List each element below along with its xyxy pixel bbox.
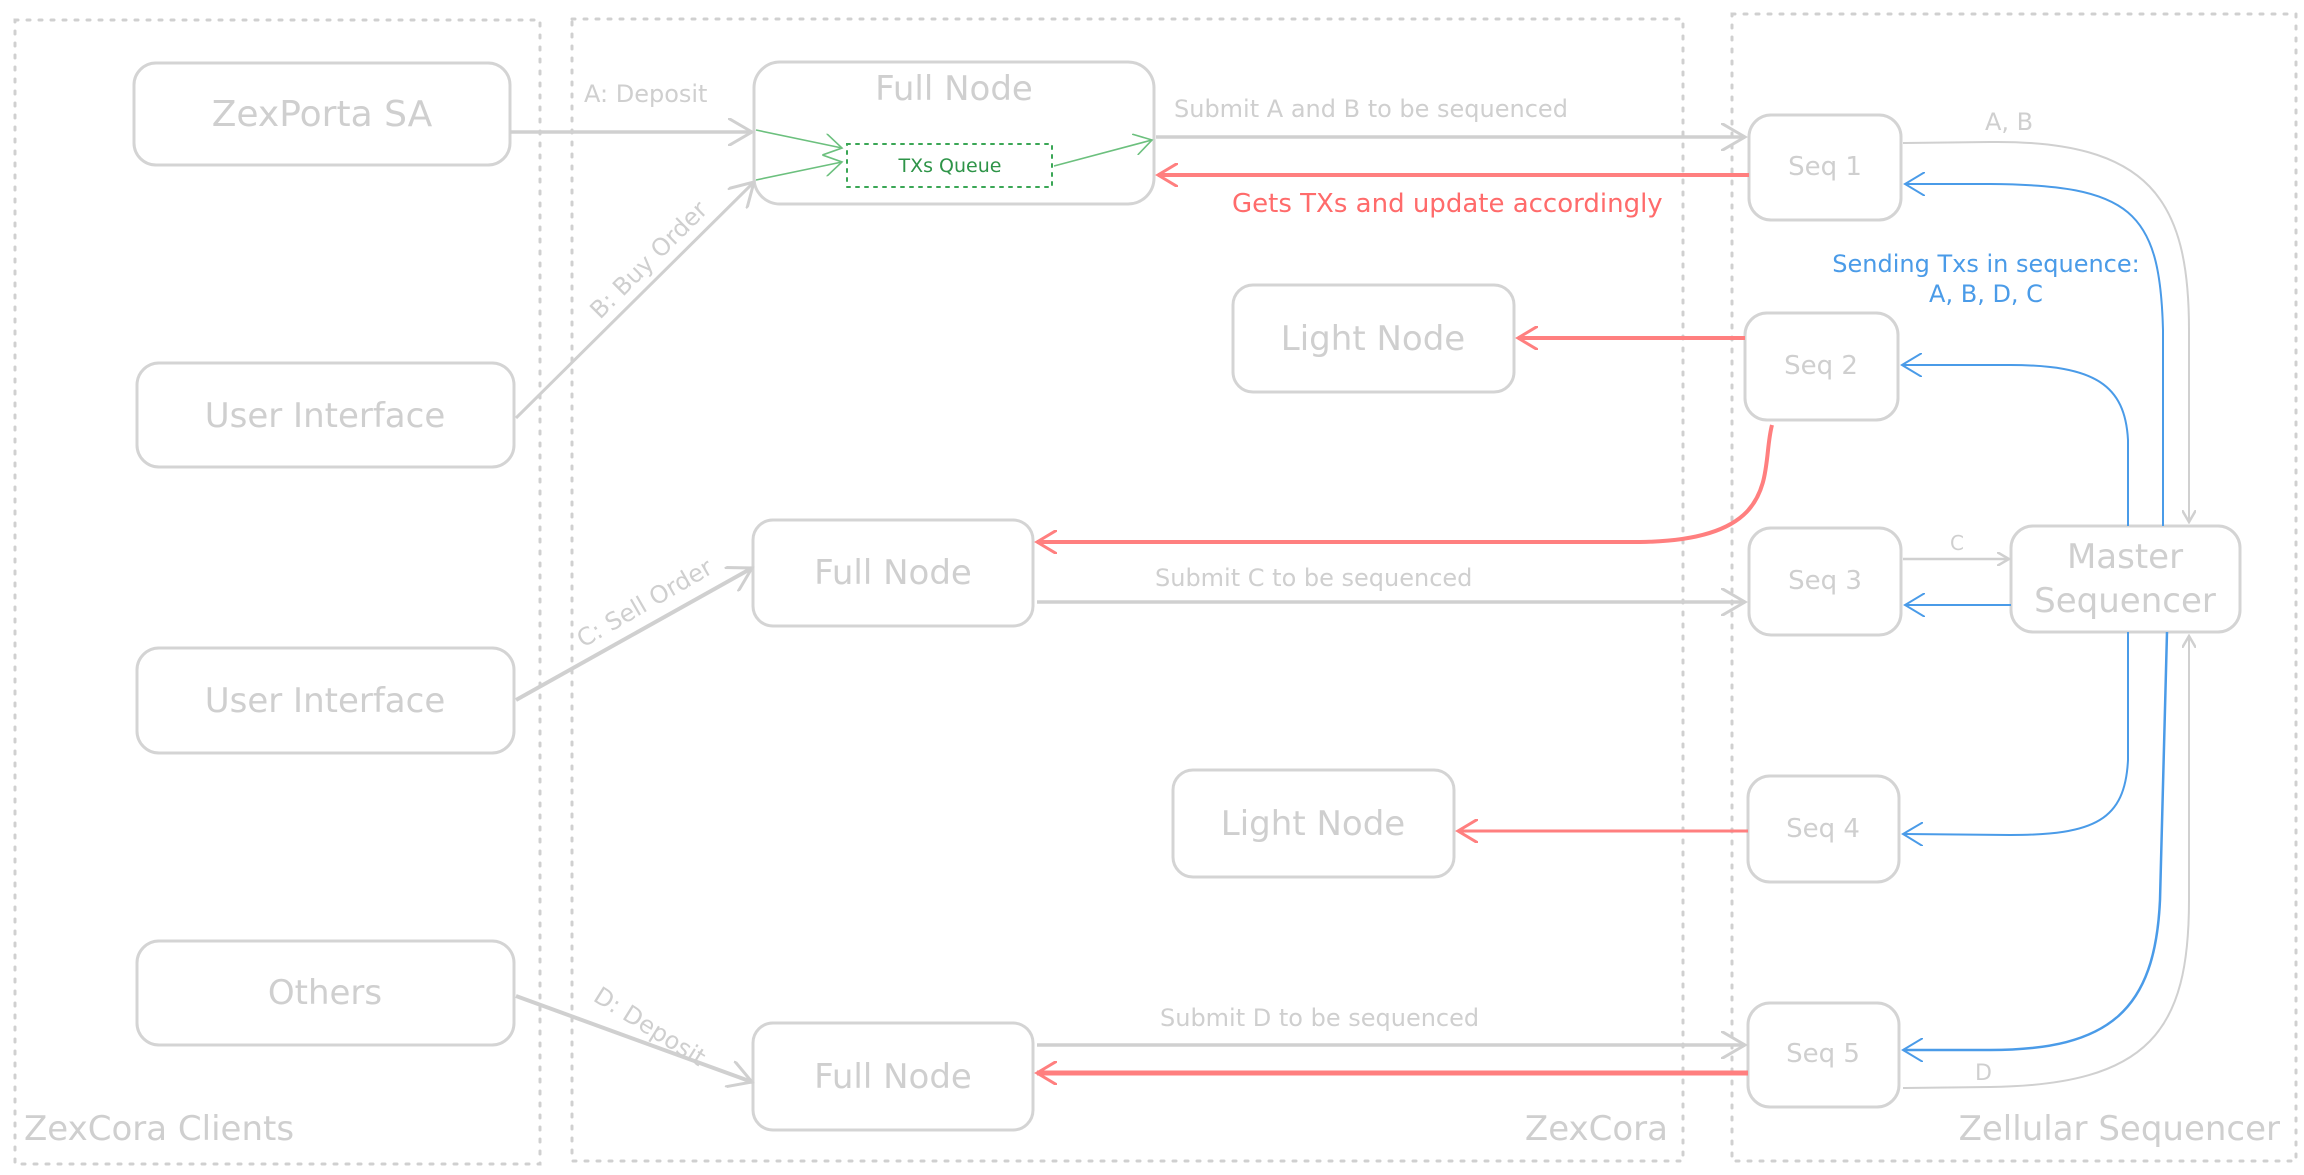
edge-master-to-seq4 bbox=[1903, 632, 2129, 835]
edge-submit-ab: Submit A and B to be sequenced bbox=[1156, 95, 1745, 137]
edge-seq2-to-full2 bbox=[1037, 424, 1774, 542]
edge-label-c: C bbox=[1950, 531, 1964, 555]
client-ui1-label: User Interface bbox=[205, 396, 446, 436]
group-label-zellular: Zellular Sequencer bbox=[1959, 1109, 2280, 1149]
seq-2-label: Seq 2 bbox=[1784, 351, 1858, 381]
edge-d-deposit: D: Deposit bbox=[515, 981, 752, 1082]
seq-5-label: Seq 5 bbox=[1786, 1039, 1860, 1069]
edge-label-submit-c: Submit C to be sequenced bbox=[1155, 564, 1472, 592]
light-node-2[interactable]: Light Node bbox=[1171, 768, 1456, 879]
annotation-sending-txs: Sending Txs in sequence: A, B, D, C bbox=[1832, 250, 2139, 308]
client-zexporta-sa[interactable]: ZexPorta SA bbox=[132, 61, 512, 167]
txs-queue[interactable]: TXs Queue bbox=[846, 143, 1053, 188]
full-node-3[interactable]: Full Node bbox=[751, 1021, 1035, 1132]
seq-4[interactable]: Seq 4 bbox=[1746, 774, 1901, 884]
client-others-label: Others bbox=[268, 973, 382, 1013]
group-zexcora: ZexCora bbox=[570, 17, 1685, 1163]
client-zexporta-label: ZexPorta SA bbox=[212, 94, 433, 135]
seq-2[interactable]: Seq 2 bbox=[1743, 311, 1900, 422]
seq-1[interactable]: Seq 1 bbox=[1747, 113, 1903, 222]
master-sequencer-label-2: Sequencer bbox=[2034, 581, 2216, 621]
sending-txs-line1: Sending Txs in sequence: bbox=[1832, 250, 2139, 278]
client-ui2-label: User Interface bbox=[205, 681, 446, 721]
sending-txs-line2: A, B, D, C bbox=[1929, 280, 2043, 308]
edge-gets-txs: Gets TXs and update accordingly bbox=[1158, 175, 1749, 219]
group-zellular-sequencer: Zellular Sequencer bbox=[1730, 12, 2298, 1163]
light-node-2-label: Light Node bbox=[1221, 804, 1405, 844]
edge-seq3-to-master: C bbox=[1903, 531, 2009, 559]
edge-master-to-seq5 bbox=[1903, 631, 2169, 1050]
client-user-interface-1[interactable]: User Interface bbox=[135, 361, 516, 469]
edge-master-to-seq2 bbox=[1902, 365, 2129, 526]
master-sequencer[interactable]: Master Sequencer bbox=[2009, 524, 2242, 634]
edge-label-c-sell-order: C: Sell Order bbox=[572, 553, 717, 653]
group-zexcora-clients: ZexCora Clients bbox=[13, 18, 542, 1166]
light-node-1-label: Light Node bbox=[1281, 319, 1465, 359]
seq-5[interactable]: Seq 5 bbox=[1746, 1001, 1901, 1109]
edge-label-submit-ab: Submit A and B to be sequenced bbox=[1174, 95, 1568, 123]
edge-label-b-buy-order: B: Buy Order bbox=[584, 196, 713, 325]
edge-seq5-to-master: D bbox=[1902, 636, 2189, 1089]
master-sequencer-label-1: Master bbox=[2067, 537, 2183, 577]
seq-4-label: Seq 4 bbox=[1786, 814, 1860, 844]
edge-label-submit-d: Submit D to be sequenced bbox=[1160, 1004, 1479, 1032]
txs-queue-label: TXs Queue bbox=[898, 155, 1002, 177]
edge-c-sell-order: C: Sell Order bbox=[515, 553, 752, 702]
full-node-2[interactable]: Full Node bbox=[751, 518, 1035, 628]
edge-label-d: D bbox=[1975, 1061, 1992, 1086]
edge-label-ab: A, B bbox=[1985, 108, 2033, 136]
group-label-clients: ZexCora Clients bbox=[24, 1109, 294, 1149]
group-label-zexcora: ZexCora bbox=[1525, 1109, 1668, 1149]
seq-3[interactable]: Seq 3 bbox=[1747, 526, 1903, 637]
edge-label-a-deposit: A: Deposit bbox=[584, 80, 707, 108]
edge-a-deposit: A: Deposit bbox=[510, 80, 752, 132]
edge-submit-c: Submit C to be sequenced bbox=[1037, 564, 1745, 602]
seq-1-label: Seq 1 bbox=[1788, 152, 1862, 182]
edge-b-buy-order: B: Buy Order bbox=[514, 182, 754, 420]
edge-label-d-deposit: D: Deposit bbox=[589, 981, 711, 1071]
edge-master-to-seq1 bbox=[1905, 184, 2164, 526]
full-node-1[interactable]: Full Node bbox=[752, 60, 1156, 206]
seq-3-label: Seq 3 bbox=[1788, 566, 1862, 596]
edge-seq1-to-master: A, B bbox=[1902, 108, 2189, 522]
client-others[interactable]: Others bbox=[135, 939, 516, 1047]
edge-green-into-queue bbox=[755, 129, 1152, 181]
full-node-1-label: Full Node bbox=[875, 69, 1033, 109]
full-node-2-label: Full Node bbox=[814, 553, 972, 593]
light-node-1[interactable]: Light Node bbox=[1231, 283, 1516, 394]
edge-submit-d: Submit D to be sequenced bbox=[1037, 1004, 1745, 1045]
client-user-interface-2[interactable]: User Interface bbox=[135, 646, 516, 755]
edge-label-gets-txs: Gets TXs and update accordingly bbox=[1232, 189, 1663, 219]
full-node-3-label: Full Node bbox=[814, 1057, 972, 1097]
